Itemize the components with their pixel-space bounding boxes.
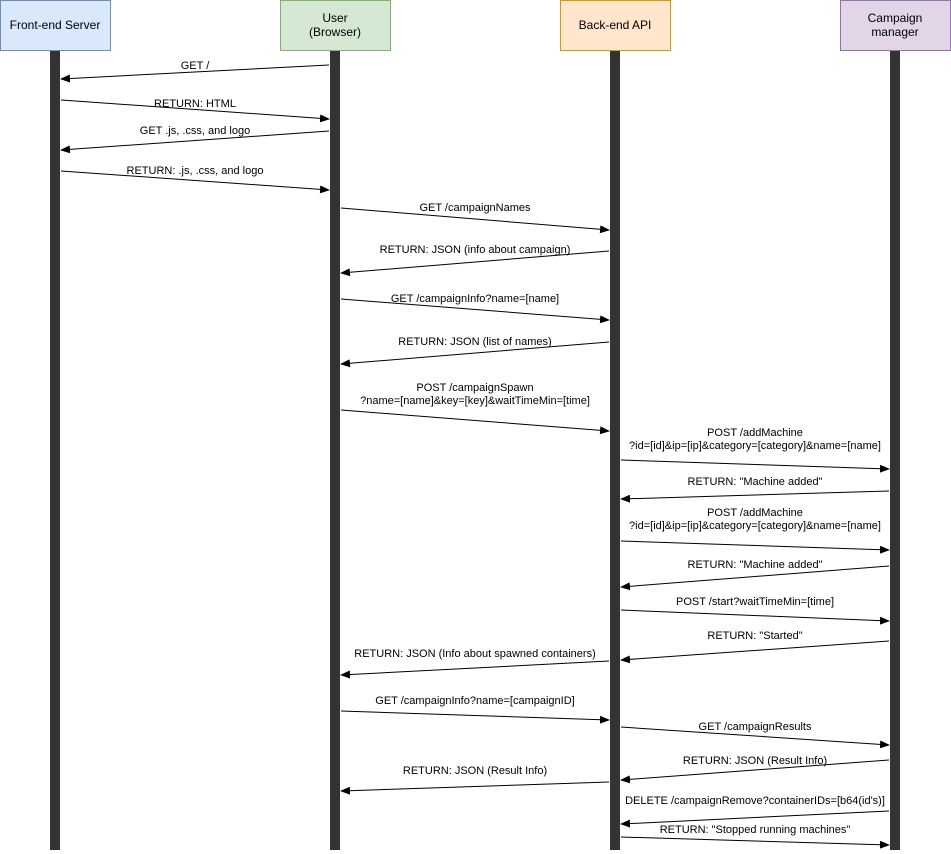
message-label: ?id=[id]&ip=[ip]&category=[category]&nam…	[629, 520, 881, 532]
message: RETURN: "Started"	[620, 630, 890, 664]
message: GET /	[60, 60, 330, 83]
message: RETURN: "Stopped running machines"	[620, 824, 890, 849]
message: RETURN: JSON (list of names)	[340, 336, 610, 368]
message-label: GET /campaignInfo?name=[campaignID]	[375, 695, 574, 707]
message-label: RETURN: "Stopped running machines"	[660, 824, 851, 836]
message: GET /campaignInfo?name=[campaignID]	[340, 695, 610, 724]
message-arrow	[620, 540, 890, 554]
message-label: DELETE /campaignRemove?containerIDs=[b64…	[625, 795, 885, 807]
message: GET .js, .css, and logo	[60, 125, 330, 154]
message: RETURN: JSON (Result Info)	[620, 755, 890, 784]
message-arrow	[340, 660, 610, 679]
message: GET /campaignNames	[340, 202, 610, 234]
message-label: RETURN: HTML	[154, 98, 236, 110]
message-arrow	[620, 726, 890, 749]
message-arrow	[620, 609, 890, 625]
message-label: RETURN: JSON (list of names)	[398, 336, 551, 348]
message-arrow	[60, 130, 330, 154]
actor-label-backend: Back-end API	[579, 18, 652, 32]
message: POST /addMachine?id=[id]&ip=[ip]&categor…	[620, 427, 890, 473]
message: POST /addMachine?id=[id]&ip=[ip]&categor…	[620, 507, 890, 554]
message: RETURN: JSON (Result Info)	[340, 765, 610, 795]
message: POST /campaignSpawn?name=[name]&key=[key…	[340, 382, 610, 435]
message-label: ?id=[id]&ip=[ip]&category=[category]&nam…	[629, 440, 881, 452]
message-arrow	[620, 810, 890, 828]
message: GET /campaignInfo?name=[name]	[340, 293, 610, 324]
message-label: GET /campaignNames	[419, 202, 531, 214]
message-arrow	[340, 409, 610, 435]
lifeline-user	[330, 50, 340, 850]
message-label: RETURN: JSON (info about campaign)	[380, 244, 571, 256]
message-label: POST /addMachine	[707, 507, 803, 519]
message-label: GET /	[181, 60, 210, 72]
message-arrow	[60, 99, 330, 123]
message-arrow	[340, 298, 610, 324]
actor-frontend: Front-end Server	[0, 0, 111, 51]
actor-label-user: (Browser)	[309, 25, 361, 39]
message: RETURN: "Machine added"	[620, 559, 890, 591]
message-arrow	[340, 207, 610, 234]
message-arrow	[620, 836, 890, 849]
message-arrow	[620, 759, 890, 784]
message-arrow	[340, 781, 610, 795]
message-label: GET /campaignInfo?name=[name]	[391, 293, 559, 305]
message: DELETE /campaignRemove?containerIDs=[b64…	[620, 795, 890, 828]
actor-label-frontend: Front-end Server	[10, 18, 101, 32]
message: RETURN: JSON (Info about spawned contain…	[340, 648, 610, 679]
message-arrow	[620, 640, 890, 664]
lifeline-campaign	[890, 50, 900, 850]
message: GET /campaignResults	[620, 721, 890, 749]
actor-label-user: User	[322, 11, 347, 25]
actor-box-frontend	[0, 0, 111, 51]
message: POST /start?waitTimeMin=[time]	[620, 596, 890, 625]
actor-label-campaign: Campaign	[868, 11, 923, 25]
actor-box-backend	[560, 0, 671, 51]
message-label: ?name=[name]&key=[key]&waitTimeMin=[time…	[360, 395, 590, 407]
message: RETURN: HTML	[60, 98, 330, 123]
message-arrow	[620, 490, 890, 503]
message-arrow	[340, 250, 610, 277]
actor-box-campaign	[840, 0, 951, 51]
message-label: GET /campaignResults	[699, 721, 812, 733]
actor-box-user	[280, 0, 391, 51]
message: RETURN: "Machine added"	[620, 476, 890, 503]
message-arrow	[60, 64, 330, 83]
message-label: RETURN: "Machine added"	[688, 476, 823, 488]
message: RETURN: .js, .css, and logo	[60, 165, 330, 194]
message-arrow	[340, 341, 610, 368]
message-label: RETURN: .js, .css, and logo	[127, 165, 264, 177]
lifeline-frontend	[50, 50, 60, 850]
message: RETURN: JSON (info about campaign)	[340, 244, 610, 277]
message-label: POST /campaignSpawn	[416, 382, 533, 394]
message-label: POST /start?waitTimeMin=[time]	[676, 596, 834, 608]
message-label: RETURN: JSON (Result Info)	[683, 755, 827, 767]
actor-backend: Back-end API	[560, 0, 671, 51]
message-label: RETURN: "Started"	[707, 630, 802, 642]
actor-user: User(Browser)	[280, 0, 391, 51]
message-label: RETURN: JSON (Info about spawned contain…	[354, 648, 596, 660]
actor-label-campaign: manager	[871, 25, 918, 39]
message-arrow	[620, 565, 890, 591]
message-arrow	[60, 170, 330, 194]
message-arrow	[620, 459, 890, 473]
message-label: GET .js, .css, and logo	[140, 125, 250, 137]
lifeline-backend	[610, 50, 620, 850]
message-label: POST /addMachine	[707, 427, 803, 439]
message-arrow	[340, 710, 610, 724]
message-label: RETURN: JSON (Result Info)	[403, 765, 547, 777]
message-label: RETURN: "Machine added"	[688, 559, 823, 571]
